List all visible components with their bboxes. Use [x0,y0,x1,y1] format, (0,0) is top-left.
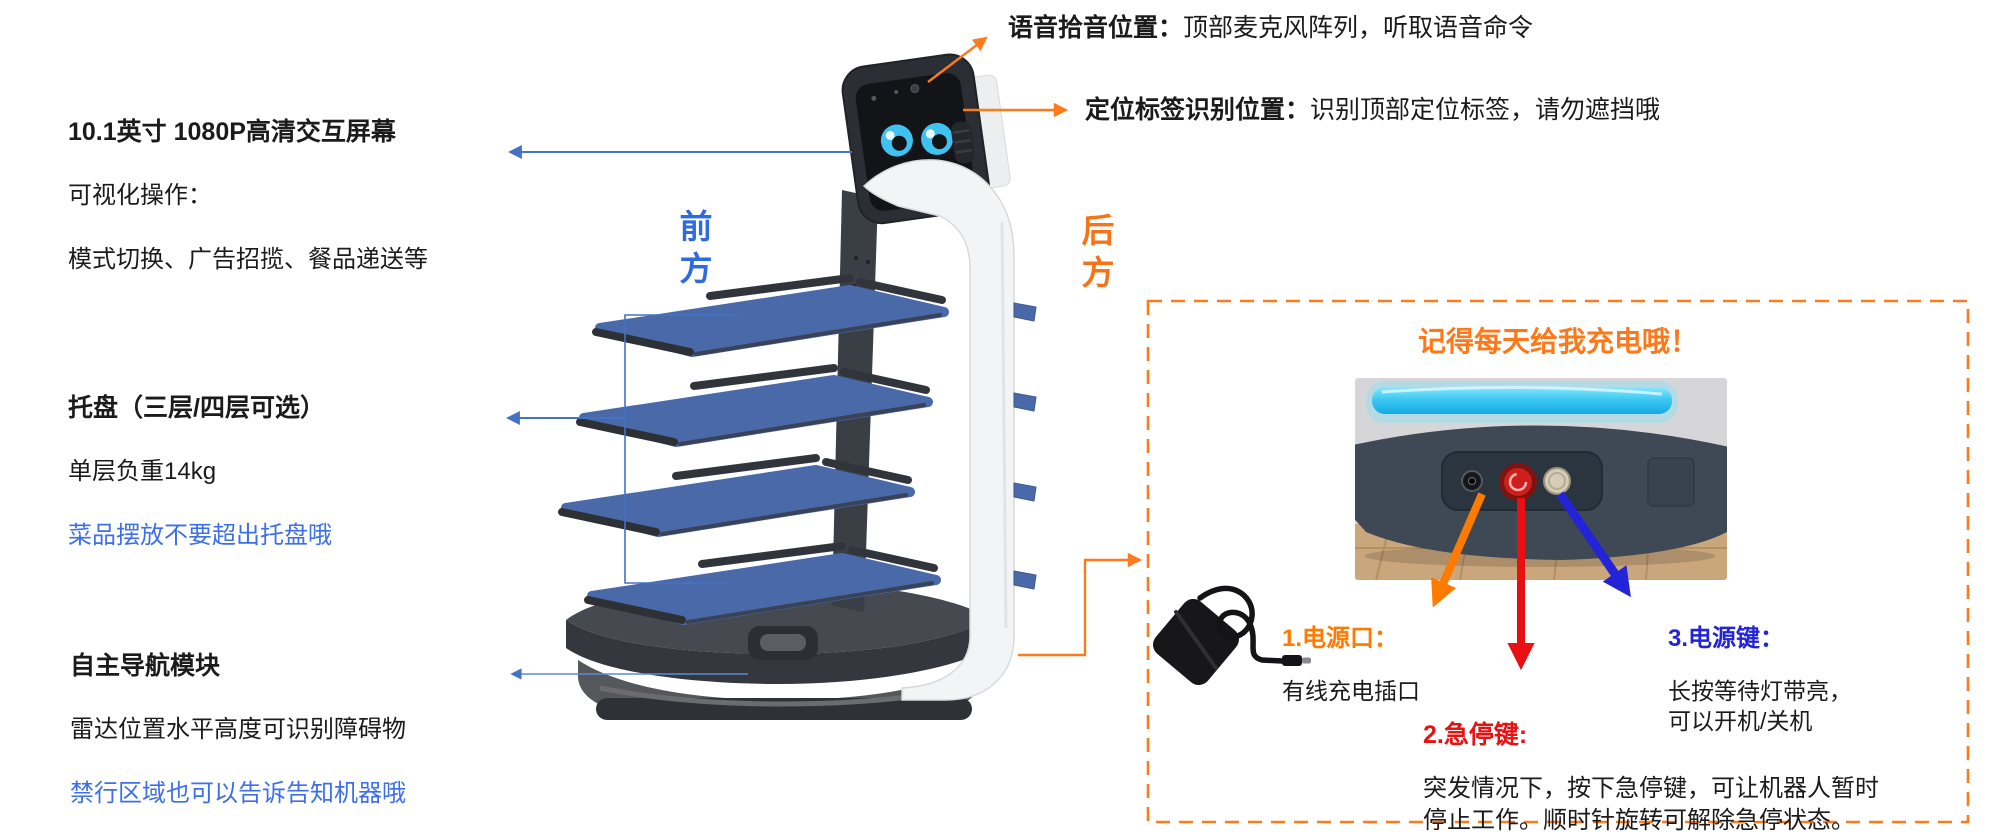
robot-arch-frame [862,159,1015,701]
screen-annotation-line2: 可视化操作： [68,182,212,210]
nav-annotation: 自主导航模块 雷达位置水平高度可识别障碍物 禁行区域也可以告诉告知机器哦 [70,618,406,834]
power-key-button [1543,467,1571,495]
tray-rear-tabs [1013,302,1037,590]
tray-1 [592,274,949,357]
estop-label: 2.急停键: [1423,721,1528,750]
robot-trays [558,274,949,625]
estop-desc: 突发情况下，按下急停键，可让机器人暂时 停止工作。顺时针旋转可解除急停状态。 [1423,775,1879,834]
led-light-bar [1372,387,1672,414]
nav-annotation-line2: 雷达位置水平高度可识别障碍物 [70,716,406,744]
power-key-desc: 长按等待灯带亮， 可以开机/关机 [1668,677,1852,735]
nav-annotation-title: 自主导航模块 [70,651,221,680]
voice-annotation: 语音拾音位置：顶部麦克风阵列，听取语音命令 [1008,12,1533,45]
voice-annotation-title: 语音拾音位置： [1008,14,1184,42]
back-side-label: 后 方 [1081,212,1115,291]
power-adapter [1153,585,1311,685]
charging-port-photo [1355,378,1727,580]
tray-annotation-title: 托盘（三层/四层可选） [68,393,325,422]
nav-annotation-line3: 禁行区域也可以告诉告知机器哦 [70,779,406,807]
adapter-cable [1197,585,1285,664]
tray-annotation-line3: 菜品摆放不要超出托盘哦 [68,521,332,549]
tray-bracket [624,314,740,584]
tag-annotation-desc: 识别顶部定位标签，请勿遮挡哦 [1310,96,1661,124]
screen-annotation: 10.1英寸 1080P高清交互屏幕 可视化操作： 模式切换、广告招揽、餐品递送… [68,84,428,307]
power-port-label: 1.电源口： [1282,625,1399,653]
power-port-desc: 有线充电插口 [1282,677,1420,704]
robot-face [880,122,954,180]
voice-annotation-desc: 顶部麦克风阵列，听取语音命令 [1183,14,1534,42]
charge-panel-title: 记得每天给我充电哦！ [1417,326,1698,357]
side-cover-square [1647,457,1695,507]
estop-label-block: 2.急停键: 突发情况下，按下急停键，可让机器人暂时 停止工作。顺时针旋转可解除… [1423,698,1879,834]
robot-illustration [558,53,1037,720]
power-key-label: 3.电源键： [1668,625,1785,653]
tray-3 [558,454,915,537]
screen-annotation-line3: 模式切换、广告招揽、餐品递送等 [68,245,428,273]
tag-annotation: 定位标签识别位置：识别顶部定位标签，请勿遮挡哦 [1085,94,1660,127]
tray-2 [576,364,933,447]
camera-dot-icon [871,95,877,101]
tray-4 [584,542,941,625]
power-port-arrow [1431,492,1486,608]
tray-annotation: 托盘（三层/四层可选） 单层负重14kg 菜品摆放不要超出托盘哦 [68,360,332,583]
charge-panel-dashed-box [1146,299,1970,824]
front-side-label: 前 方 [679,208,713,287]
power-key-arrow [1556,491,1631,598]
tray-annotation-line2: 单层负重14kg [68,458,217,486]
charge-panel-connector-arrow [1018,552,1143,657]
voice-annotation-arrow [927,36,988,83]
tag-annotation-title: 定位标签识别位置： [1085,96,1311,124]
power-port-label-block: 1.电源口： 有线充电插口 [1282,602,1420,727]
screen-annotation-title: 10.1英寸 1080P高清交互屏幕 [68,117,396,146]
power-key-label-block: 3.电源键： 长按等待灯带亮， 可以开机/关机 [1668,602,1852,758]
dc-plug [1282,655,1302,666]
